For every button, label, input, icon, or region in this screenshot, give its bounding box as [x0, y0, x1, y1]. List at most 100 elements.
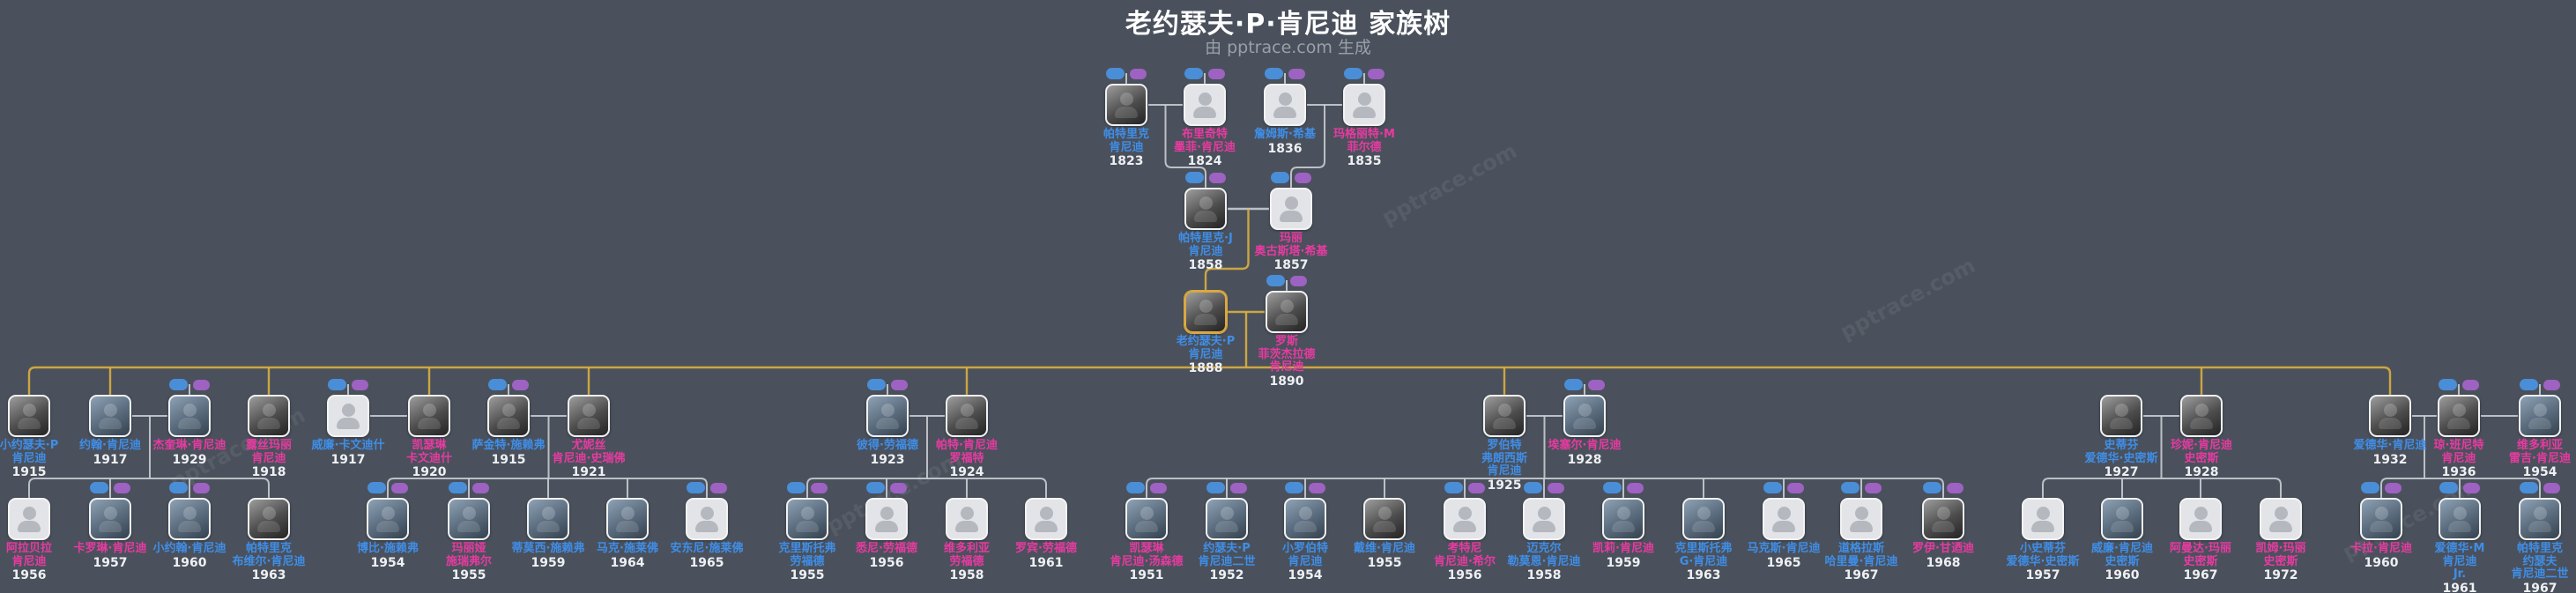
add-relative-blue-button[interactable]: [787, 482, 805, 493]
person-card-ethel[interactable]: [1563, 395, 1606, 437]
add-relative-purple-button[interactable]: [2463, 483, 2480, 493]
add-relative-purple-button[interactable]: [1627, 483, 1644, 493]
add-relative-purple-button[interactable]: [1787, 483, 1804, 493]
person-card-kathleen[interactable]: [408, 395, 450, 437]
add-relative-blue-button[interactable]: [1444, 482, 1463, 493]
add-relative-blue-button[interactable]: [866, 482, 885, 493]
add-relative-blue-button[interactable]: [2361, 482, 2379, 493]
add-relative-blue-button[interactable]: [1524, 482, 1542, 493]
add-relative-blue-button[interactable]: [1564, 379, 1583, 390]
add-relative-blue-button[interactable]: [867, 379, 886, 390]
person-card-stephen_jr[interactable]: [2022, 498, 2064, 540]
person-card-sydney[interactable]: [865, 498, 908, 540]
person-card-jackie[interactable]: [168, 395, 211, 437]
person-card-sargent[interactable]: [487, 395, 530, 437]
person-card-rfk[interactable]: [1483, 395, 1526, 437]
add-relative-purple-button[interactable]: [1295, 173, 1311, 183]
person-card-max[interactable]: [1763, 498, 1805, 540]
add-relative-blue-button[interactable]: [2439, 379, 2457, 390]
person-card-bobby_s[interactable]: [367, 498, 409, 540]
person-card-patrick_j2[interactable]: [2519, 498, 2561, 540]
person-card-pat[interactable]: [946, 395, 988, 437]
add-relative-purple-button[interactable]: [2462, 380, 2479, 390]
person-card-joan[interactable]: [2438, 395, 2480, 437]
add-relative-purple-button[interactable]: [352, 380, 368, 390]
add-relative-blue-button[interactable]: [488, 379, 507, 390]
person-card-amanda[interactable]: [2179, 498, 2222, 540]
person-card-ted_jr[interactable]: [2439, 498, 2481, 540]
person-card-john_jr[interactable]: [168, 498, 211, 540]
add-relative-blue-button[interactable]: [2520, 379, 2538, 390]
person-card-eunice[interactable]: [568, 395, 610, 437]
person-card-maria[interactable]: [448, 498, 490, 540]
add-relative-blue-button[interactable]: [169, 379, 188, 390]
add-relative-purple-button[interactable]: [114, 483, 130, 493]
add-relative-purple-button[interactable]: [1548, 483, 1564, 493]
add-relative-blue-button[interactable]: [1266, 275, 1285, 286]
add-relative-purple-button[interactable]: [1309, 483, 1325, 493]
person-card-bridget[interactable]: [1184, 84, 1226, 126]
add-relative-blue-button[interactable]: [169, 482, 188, 493]
add-relative-purple-button[interactable]: [391, 483, 408, 493]
add-relative-purple-button[interactable]: [1130, 69, 1147, 79]
add-relative-purple-button[interactable]: [1468, 483, 1485, 493]
person-card-jfk[interactable]: [89, 395, 131, 437]
person-card-caroline[interactable]: [89, 498, 131, 540]
person-card-ted[interactable]: [2369, 395, 2411, 437]
person-card-courtney[interactable]: [1444, 498, 1486, 540]
add-relative-blue-button[interactable]: [328, 379, 346, 390]
add-relative-blue-button[interactable]: [1285, 482, 1303, 493]
person-card-douglas[interactable]: [1840, 498, 1882, 540]
add-relative-blue-button[interactable]: [2520, 482, 2538, 493]
person-card-chris_g[interactable]: [1682, 498, 1725, 540]
person-card-david[interactable]: [1363, 498, 1406, 540]
person-card-peter[interactable]: [866, 395, 909, 437]
add-relative-blue-button[interactable]: [367, 482, 386, 493]
person-card-mark[interactable]: [606, 498, 649, 540]
add-relative-purple-button[interactable]: [710, 483, 727, 493]
add-relative-blue-button[interactable]: [1763, 482, 1782, 493]
person-card-margaret[interactable]: [1343, 84, 1385, 126]
person-card-joe_jr[interactable]: [8, 395, 50, 437]
person-card-joseph_sr[interactable]: [1184, 291, 1227, 333]
person-card-patrick[interactable]: [1105, 84, 1147, 126]
add-relative-purple-button[interactable]: [1209, 173, 1226, 183]
person-card-kathleen_t[interactable]: [1125, 498, 1168, 540]
add-relative-purple-button[interactable]: [193, 483, 210, 493]
person-card-kerry[interactable]: [1602, 498, 1644, 540]
person-card-mary[interactable]: [1270, 188, 1312, 230]
add-relative-blue-button[interactable]: [1265, 68, 1283, 79]
person-card-patrick_b[interactable]: [248, 498, 290, 540]
person-card-rfk_jr[interactable]: [1284, 498, 1326, 540]
add-relative-purple-button[interactable]: [193, 380, 210, 390]
add-relative-purple-button[interactable]: [1368, 69, 1385, 79]
person-card-robin[interactable]: [1025, 498, 1067, 540]
add-relative-blue-button[interactable]: [1206, 482, 1225, 493]
person-card-anthony[interactable]: [686, 498, 728, 540]
add-relative-purple-button[interactable]: [1230, 483, 1247, 493]
person-card-kym[interactable]: [2260, 498, 2302, 540]
person-card-victoria_l[interactable]: [946, 498, 988, 540]
add-relative-purple-button[interactable]: [1288, 69, 1305, 79]
person-card-stephen[interactable]: [2100, 395, 2142, 437]
add-relative-purple-button[interactable]: [472, 483, 489, 493]
add-relative-blue-button[interactable]: [1841, 482, 1860, 493]
person-card-jean[interactable]: [2180, 395, 2223, 437]
add-relative-purple-button[interactable]: [512, 380, 529, 390]
add-relative-purple-button[interactable]: [2385, 483, 2402, 493]
add-relative-purple-button[interactable]: [1588, 380, 1605, 390]
add-relative-purple-button[interactable]: [1865, 483, 1882, 493]
person-card-william_s[interactable]: [2101, 498, 2143, 540]
add-relative-blue-button[interactable]: [1126, 482, 1145, 493]
person-card-patrickj[interactable]: [1184, 188, 1227, 230]
person-card-victoria_r[interactable]: [2519, 395, 2561, 437]
person-card-timothy[interactable]: [527, 498, 569, 540]
person-card-rory[interactable]: [1922, 498, 1964, 540]
add-relative-purple-button[interactable]: [811, 483, 828, 493]
add-relative-purple-button[interactable]: [1290, 276, 1307, 286]
add-relative-purple-button[interactable]: [1150, 483, 1167, 493]
add-relative-purple-button[interactable]: [1947, 483, 1964, 493]
add-relative-blue-button[interactable]: [1923, 482, 1941, 493]
person-card-arabella[interactable]: [8, 498, 50, 540]
person-card-chris_l[interactable]: [786, 498, 828, 540]
